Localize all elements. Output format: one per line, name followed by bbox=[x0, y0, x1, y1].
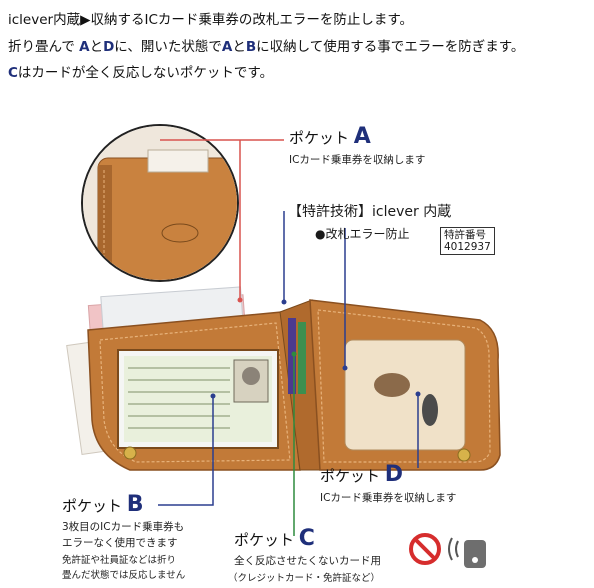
intro-text: 折り畳んで bbox=[8, 39, 80, 55]
pocket-b-desc-2: エラーなく使用できます bbox=[62, 537, 178, 549]
pocket-letter-ref: B bbox=[245, 39, 257, 55]
pocket-c-desc-1: 全く反応させたくないカード用 bbox=[234, 555, 381, 567]
pocket-letter: C bbox=[298, 526, 315, 551]
card-art-hedgehog bbox=[374, 373, 410, 397]
pocket-letter: D bbox=[384, 462, 404, 487]
pocket-letter-ref: A bbox=[221, 39, 233, 55]
pocket-c-desc-2: （クレジットカード・免許証など） bbox=[228, 573, 381, 584]
pocket-label: ポケット bbox=[62, 497, 123, 515]
snap-button-right bbox=[457, 448, 471, 462]
intro-text: と bbox=[232, 39, 246, 55]
intro-line-1: iclever内蔵▶収納するICカード乗車券の改札エラーを防止します。 bbox=[8, 12, 414, 28]
leader-b bbox=[158, 396, 214, 506]
pocket-a-desc: ICカード乗車券を収納します bbox=[289, 154, 426, 166]
pocket-b-desc-3: 免許証や社員証などは折り bbox=[62, 555, 177, 566]
pocket-letter: A bbox=[353, 124, 371, 149]
intro-text: に、開いた状態で bbox=[114, 39, 222, 55]
pocket-label: ポケット bbox=[234, 531, 295, 549]
patent-number-label: 特許番号 bbox=[444, 229, 486, 241]
pocket-a-title: ポケット A bbox=[289, 124, 371, 149]
patent-bullet: ●改札エラー防止 bbox=[315, 227, 410, 241]
pocket-c-title: ポケット C bbox=[234, 526, 315, 551]
pocket-b-title: ポケット B bbox=[62, 492, 144, 517]
intro-line-3: Cはカードが全く反応しないポケットです。 bbox=[8, 61, 273, 81]
patent-heading: 【特許技術】iclever 内蔵 bbox=[288, 204, 452, 220]
patent-number: 4012937 bbox=[444, 241, 491, 253]
pocket-letter-ref: D bbox=[103, 39, 115, 55]
ic-card-d bbox=[344, 339, 466, 451]
pocket-letter-ref: A bbox=[79, 39, 90, 55]
pocket-c-card-2 bbox=[298, 322, 306, 394]
pocket-b-desc-1: 3枚目のICカード乗車券も bbox=[62, 521, 185, 533]
pocket-b-desc-4: 畳んだ状態では反応しません bbox=[62, 570, 186, 581]
pocket-c-card bbox=[288, 318, 296, 394]
photo-face bbox=[242, 367, 260, 385]
card-art-penguin bbox=[422, 394, 438, 426]
wallet-stitch-right bbox=[317, 309, 491, 463]
pocket-label: ポケット bbox=[320, 467, 381, 485]
card-wave-icon bbox=[448, 537, 486, 568]
pocket-letter-ref: C bbox=[8, 65, 18, 81]
patent-number-badge: 特許番号 4012937 bbox=[440, 227, 495, 255]
intro-line-2: 折り畳んで AとDに、開いた状態でAとBに収納して使用する事でエラーを防ぎます。 bbox=[8, 35, 524, 55]
brand-emboss bbox=[161, 223, 199, 243]
pocket-label: ポケット bbox=[289, 129, 350, 147]
pocket-d-title: ポケット D bbox=[320, 462, 403, 487]
snap-button-left bbox=[123, 446, 137, 460]
wallet-stitch-left bbox=[99, 322, 291, 463]
pocket-letter: B bbox=[126, 492, 144, 517]
intro-text: に収納して使用する事でエラーを防ぎます。 bbox=[256, 39, 525, 55]
intro-text: はカードが全く反応しないポケットです。 bbox=[17, 65, 274, 81]
pocket-d-desc: ICカード乗車券を収納します bbox=[320, 492, 457, 504]
no-signal-icon bbox=[409, 533, 441, 565]
intro-text: と bbox=[89, 39, 104, 55]
